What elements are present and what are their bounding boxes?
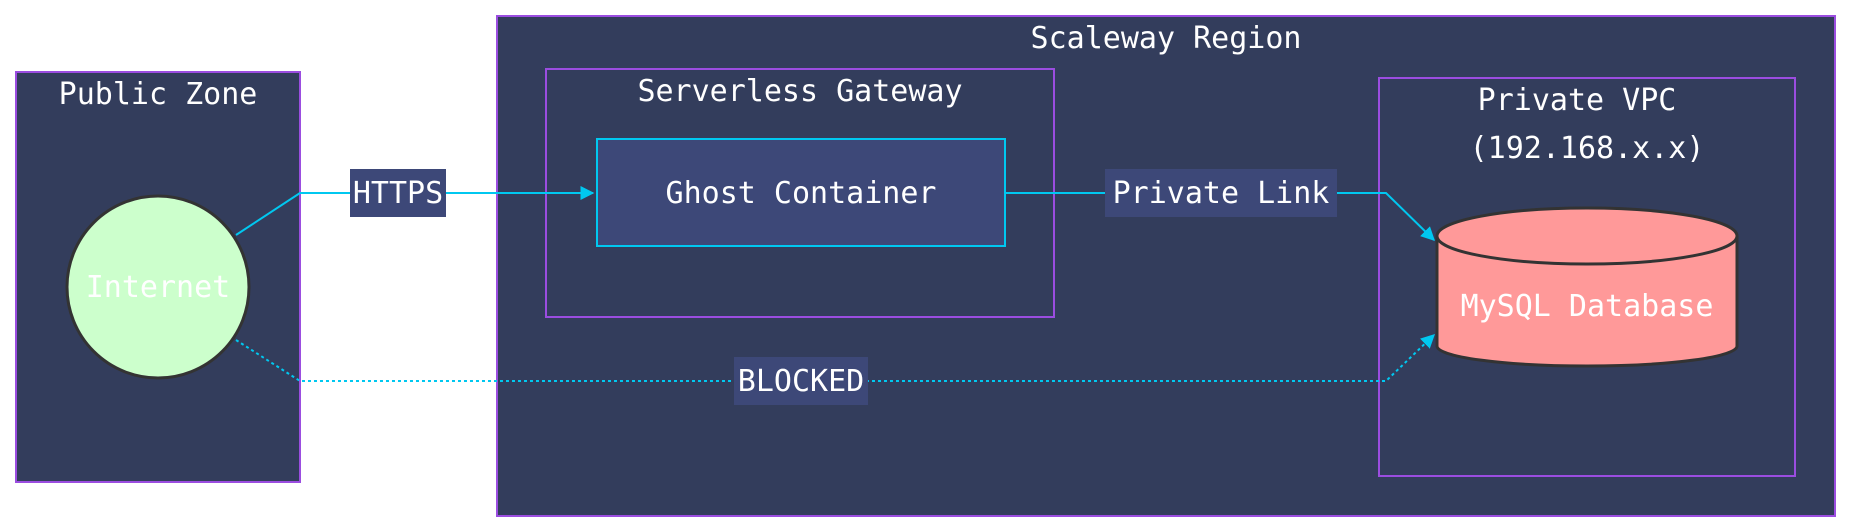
edge-blocked: BLOCKED <box>235 334 1436 405</box>
ghost-container-node: Ghost Container <box>596 138 1006 247</box>
blocked-label-bg <box>734 357 868 405</box>
https-label: HTTPS <box>353 176 443 211</box>
gateway-title: Serverless Gateway <box>637 74 962 109</box>
edge-private-link: Private Link <box>1005 169 1436 241</box>
mysql-database-node: MySQL Database <box>1435 206 1739 368</box>
private-link-label: Private Link <box>1113 176 1330 211</box>
internet-node: Internet <box>65 194 251 380</box>
public-zone-title: Public Zone <box>59 77 258 112</box>
private-link-label-bg <box>1105 169 1337 217</box>
mysql-database-label: MySQL Database <box>1461 289 1714 324</box>
region-title: Scaleway Region <box>1031 21 1302 56</box>
https-label-bg <box>350 169 446 217</box>
edge-https: HTTPS <box>235 169 595 236</box>
https-line <box>235 186 595 236</box>
container-box-icon <box>596 138 1006 247</box>
database-cylinder-icon <box>1435 206 1739 368</box>
public-zone: Public Zone <box>15 71 301 483</box>
internet-label: Internet <box>86 270 231 305</box>
vpc-title-line2: (192.168.x.x) <box>1470 131 1705 166</box>
vpc-title-line1: Private VPC <box>1478 83 1677 118</box>
database-cylinder-top-icon <box>1435 235 1739 266</box>
ghost-container-label: Ghost Container <box>666 176 937 211</box>
blocked-label: BLOCKED <box>738 364 864 399</box>
globe-circle-icon <box>65 194 251 380</box>
